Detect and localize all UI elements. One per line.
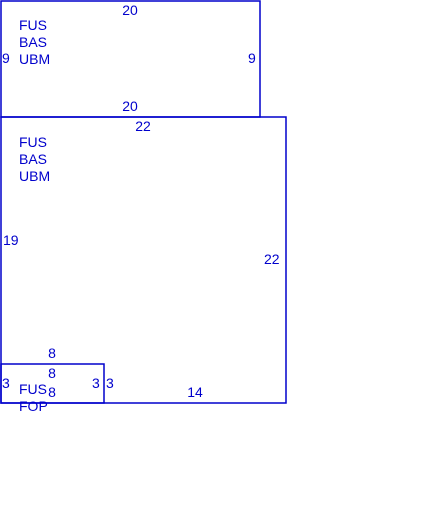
- upper-area-top-dimension: 20: [122, 2, 138, 18]
- small-area-top-dimension: 8: [48, 365, 56, 381]
- small-area-outline: [0, 363, 105, 404]
- upper-area-code-2: BAS: [19, 34, 47, 50]
- main-area-code-2: BAS: [19, 151, 47, 167]
- upper-area-code-3: UBM: [19, 51, 50, 67]
- small-area-top-outer-dimension: 8: [48, 345, 56, 361]
- small-area-left-dimension: 3: [2, 375, 10, 391]
- main-area-code-3: UBM: [19, 168, 50, 184]
- small-area: FUS FOP 8 8 3 3 3 8: [0, 345, 114, 414]
- small-area-bottom-dimension: 8: [48, 384, 56, 400]
- main-area-right-dimension: 22: [264, 251, 280, 267]
- main-area-left-dimension: 19: [3, 232, 19, 248]
- main-area-bottom-dimension: 14: [187, 384, 203, 400]
- main-area: FUS BAS UBM 22 14 19 22: [0, 116, 287, 404]
- upper-area-code-1: FUS: [19, 17, 47, 33]
- upper-area-bottom-dimension: 20: [122, 98, 138, 114]
- upper-area-right-dimension: 9: [248, 50, 256, 66]
- small-area-code-2: FOP: [19, 398, 48, 414]
- upper-area: FUS BAS UBM 20 20 9 9: [0, 0, 261, 118]
- main-area-outline: [0, 116, 287, 404]
- upper-area-left-dimension: 9: [2, 50, 10, 66]
- small-area-right-dimension: 3: [92, 375, 100, 391]
- small-area-code-1: FUS: [19, 381, 47, 397]
- small-area-right-outer-dimension: 3: [106, 375, 114, 391]
- main-area-top-dimension: 22: [135, 118, 151, 134]
- main-area-code-1: FUS: [19, 134, 47, 150]
